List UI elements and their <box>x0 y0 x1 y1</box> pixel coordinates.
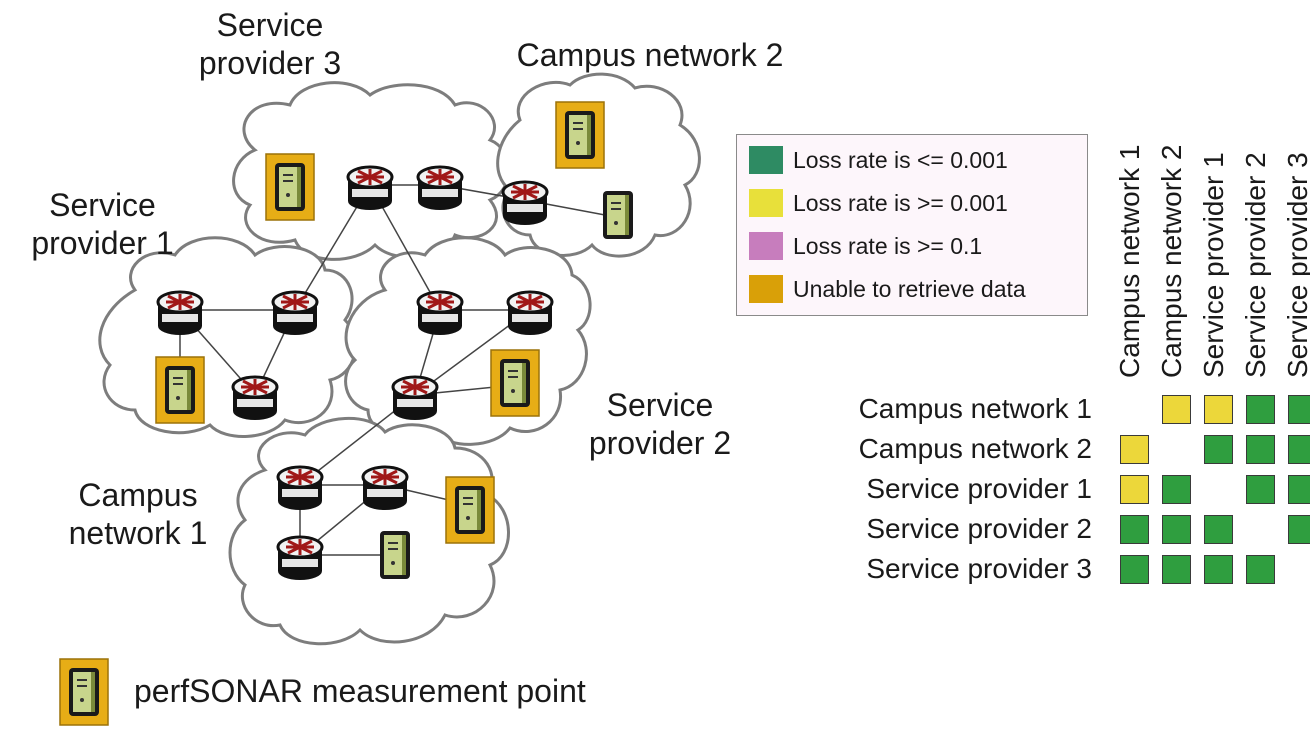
matrix-cell <box>1120 515 1149 544</box>
matrix-cell <box>1246 435 1275 464</box>
matrix-cell <box>1162 475 1191 504</box>
matrix-cell <box>1288 395 1310 424</box>
router-icon <box>156 290 204 337</box>
label-service-provider-1: Service provider 1 <box>31 187 174 261</box>
matrix-column-header: Campus network 1 <box>1114 144 1145 378</box>
matrix-cell <box>1120 435 1149 464</box>
router-icon <box>346 165 394 212</box>
matrix-row-header: Campus network 1 <box>858 393 1092 424</box>
matrix-cell <box>1162 515 1191 544</box>
legend-swatch <box>749 275 783 303</box>
router-icon <box>501 180 549 227</box>
matrix-cell <box>1162 555 1191 584</box>
matrix-cell <box>1246 555 1275 584</box>
perfsonar-measurement-point-icon <box>60 659 108 725</box>
matrix-cell <box>1246 475 1275 504</box>
legend-item: Loss rate is <= 0.001 <box>749 145 1008 175</box>
perfsonar-measurement-point-icon <box>491 350 539 416</box>
perfsonar-measurement-point-icon <box>446 477 494 543</box>
matrix-cell <box>1246 395 1275 424</box>
cloud-service-provider-2 <box>344 236 592 446</box>
matrix-cell <box>1162 395 1191 424</box>
matrix-row-header: Campus network 2 <box>858 433 1092 464</box>
router-icon <box>361 465 409 512</box>
legend-label: Loss rate is >= 0.1 <box>793 232 983 259</box>
legend-label: Loss rate is <= 0.001 <box>793 146 1008 173</box>
matrix-cell <box>1288 515 1310 544</box>
legend-swatch <box>749 232 783 260</box>
server-icon <box>379 530 411 580</box>
matrix-column-header: Service provider 3 <box>1282 152 1310 378</box>
legend-item: Loss rate is >= 0.001 <box>749 188 1008 218</box>
matrix-cell <box>1288 435 1310 464</box>
legend-item: Loss rate is >= 0.1 <box>749 231 982 261</box>
router-icon <box>391 375 439 422</box>
matrix-cell <box>1204 435 1233 464</box>
router-icon <box>271 290 319 337</box>
router-icon <box>506 290 554 337</box>
matrix-column-header: Campus network 2 <box>1156 144 1187 378</box>
matrix-cell <box>1204 555 1233 584</box>
legend-swatch <box>749 189 783 217</box>
label-service-provider-2: Service provider 2 <box>588 387 732 461</box>
matrix-column-header: Service provider 1 <box>1198 152 1229 378</box>
matrix-cell <box>1120 555 1149 584</box>
matrix-cell <box>1204 515 1233 544</box>
label-service-provider-3: Service provider 3 <box>198 7 342 81</box>
router-icon <box>276 465 324 512</box>
perfsonar-measurement-point-icon <box>156 357 204 423</box>
router-icon <box>231 375 279 422</box>
matrix-row-header: Service provider 2 <box>866 513 1092 544</box>
label-campus-network-2: Campus network 2 <box>516 37 784 73</box>
perfsonar-measurement-point-icon <box>266 154 314 220</box>
label-campus-network-1: Campus network 1 <box>68 477 208 551</box>
matrix-cell <box>1120 475 1149 504</box>
matrix-cell <box>1204 395 1233 424</box>
footer-label: perfSONAR measurement point <box>134 673 586 709</box>
server-icon <box>602 190 634 240</box>
cloud-service-provider-1 <box>98 236 358 438</box>
legend-label: Loss rate is >= 0.001 <box>793 189 1008 216</box>
matrix-column-header: Service provider 2 <box>1240 152 1271 378</box>
matrix-cell <box>1288 475 1310 504</box>
legend-swatch <box>749 146 783 174</box>
router-icon <box>416 165 464 212</box>
perfsonar-measurement-point-icon <box>556 102 604 168</box>
legend-label: Unable to retrieve data <box>793 275 1026 302</box>
legend-item: Unable to retrieve data <box>749 274 1026 304</box>
matrix-row-header: Service provider 3 <box>866 553 1092 584</box>
router-icon <box>416 290 464 337</box>
router-icon <box>276 535 324 582</box>
matrix-row-header: Service provider 1 <box>866 473 1092 504</box>
